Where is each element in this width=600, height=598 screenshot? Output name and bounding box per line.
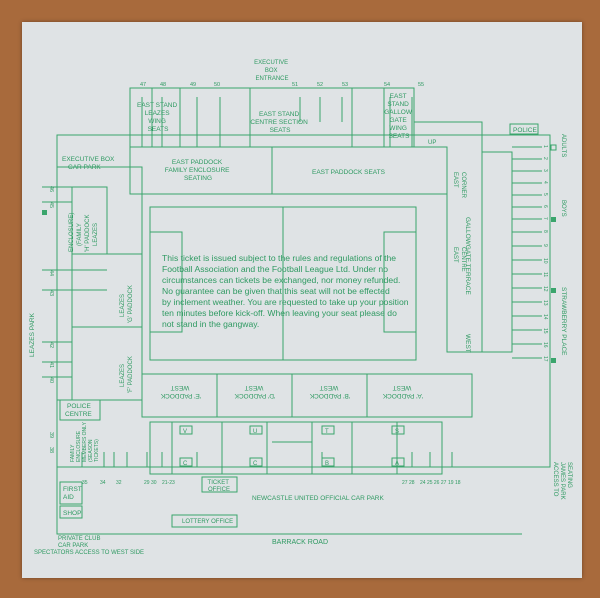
- svg-text:U: U: [253, 429, 257, 435]
- svg-text:T: T: [325, 429, 329, 435]
- boys-label: BOYS: [560, 200, 566, 217]
- car-park-label: NEWCASTLE UNITED OFFICIAL CAR PARK: [252, 495, 384, 502]
- svg-text:15: 15: [542, 328, 548, 334]
- svg-text:21-23: 21-23: [162, 480, 175, 486]
- svg-text:6: 6: [542, 205, 548, 208]
- leazes-h-label: LEAZES 'H' PADDOCK (FAMILY ENCLOSURE): [69, 213, 99, 252]
- svg-text:5: 5: [542, 193, 548, 196]
- east-paddock-family-label: EAST PADDOCK FAMILY ENCLOSURE SEATING: [165, 159, 232, 182]
- svg-text:29 30: 29 30: [144, 480, 157, 486]
- adults-label: ADULTS: [560, 134, 566, 157]
- svg-text:45: 45: [48, 202, 54, 208]
- svg-text:51: 51: [292, 82, 298, 88]
- barrack-road-label: BARRACK ROAD: [272, 539, 328, 546]
- svg-text:10: 10: [542, 258, 548, 264]
- svg-text:8: 8: [542, 230, 548, 233]
- svg-text:41: 41: [48, 362, 54, 368]
- plan-lines: [42, 87, 551, 535]
- svg-text:12: 12: [542, 286, 548, 292]
- svg-text:13: 13: [542, 300, 548, 306]
- exec-car-park-label: EXECUTIVE BOX CAR PARK: [62, 156, 116, 171]
- svg-text:38: 38: [48, 447, 54, 453]
- svg-text:C: C: [253, 461, 258, 467]
- gate-markers: [42, 144, 557, 363]
- spectators-access-label: SPECTATORS ACCESS TO WEST SIDE: [34, 550, 144, 556]
- svg-text:S: S: [395, 429, 399, 435]
- labels: EXECUTIVE BOX ENTRANCE 47 48 49 50 51 52…: [29, 60, 572, 556]
- svg-text:44: 44: [48, 270, 54, 276]
- svg-text:7: 7: [542, 217, 548, 220]
- strawberry-place-label: STRAWBERRY PLACE: [560, 287, 567, 356]
- svg-text:49: 49: [190, 82, 196, 88]
- svg-text:9: 9: [542, 244, 548, 247]
- svg-text:47: 47: [140, 82, 146, 88]
- family-enclosure-member-label: FAMILY ENCLOSURE MEMBERS ONLY (SEASON TI…: [70, 421, 100, 462]
- svg-text:40: 40: [48, 377, 54, 383]
- svg-text:53: 53: [342, 82, 348, 88]
- leazes-park-label: LEAZES PARK: [29, 312, 36, 357]
- svg-text:50: 50: [214, 82, 220, 88]
- svg-text:A: A: [395, 461, 399, 467]
- svg-text:1: 1: [542, 145, 548, 148]
- svg-text:4: 4: [542, 181, 548, 184]
- west-a-label: 'A' PADDOCK WEST: [381, 384, 423, 399]
- gallowgate-terrace-label: GALLOWGATE TERRACE: [464, 217, 471, 295]
- svg-text:39: 39: [48, 432, 54, 438]
- svg-text:V: V: [183, 429, 187, 435]
- gates-top: 47 48 49 50 51 52 53 54 55: [140, 82, 424, 88]
- svg-text:55: 55: [418, 82, 424, 88]
- svg-text:2: 2: [542, 157, 548, 160]
- paddock-letters: V U T S C C B A: [183, 429, 399, 467]
- east-stand-gallowgate-label: EAST STAND GALLOW GATE WING SEATS: [384, 93, 414, 140]
- east-stand-leazes-label: EAST STAND LEAZES WING SEATS: [137, 102, 179, 133]
- svg-text:43: 43: [48, 290, 54, 296]
- shop-label: SHOP: [63, 510, 81, 517]
- svg-text:3: 3: [542, 169, 548, 172]
- police-centre-label: POLICE CENTRE: [65, 403, 93, 418]
- up-label: UP: [428, 140, 436, 146]
- gates-left: 46 45 44 43 42 41 40 39 38: [48, 186, 54, 453]
- svg-text:42: 42: [48, 342, 54, 348]
- exec-box-entrance-label: EXECUTIVE BOX ENTRANCE: [254, 60, 290, 82]
- ticket-notice: This ticket is issued subject to the rul…: [162, 253, 411, 329]
- leazes-f-label: LEAZES 'F' PADDOCK: [120, 356, 134, 393]
- stadium-plan: EXECUTIVE BOX ENTRANCE 47 48 49 50 51 52…: [29, 60, 572, 556]
- lottery-office-label: LOTTERY OFFICE: [182, 519, 233, 525]
- svg-text:46: 46: [48, 186, 54, 192]
- east-paddock-seats-label: EAST PADDOCK SEATS: [312, 169, 386, 176]
- svg-text:19 18: 19 18: [448, 480, 461, 486]
- svg-text:11: 11: [542, 272, 548, 277]
- svg-text:B: B: [325, 461, 329, 467]
- access-side-label: ACCESS TO JAMES PARK SEATING: [552, 462, 572, 501]
- svg-text:24 25 26 27: 24 25 26 27: [420, 480, 447, 486]
- svg-text:54: 54: [384, 82, 390, 88]
- west-label: WEST: [464, 334, 471, 353]
- gates-right: 1 2 3 4 5 6 7 8 9 10 11 12 13 14 15 16 1…: [542, 145, 548, 362]
- svg-text:16: 16: [542, 342, 548, 348]
- west-b-label: 'B' PADDOCK WEST: [308, 384, 350, 399]
- svg-text:27 28: 27 28: [402, 480, 415, 486]
- svg-text:34: 34: [100, 480, 106, 486]
- police-top-label: POLICE: [513, 127, 538, 134]
- private-club-label: PRIVATE CLUB CAR PARK: [58, 536, 102, 549]
- svg-text:35: 35: [82, 480, 88, 486]
- east-centre-label: EAST CENTRE: [452, 247, 466, 272]
- svg-text:17: 17: [542, 356, 548, 362]
- svg-text:C: C: [183, 461, 188, 467]
- svg-text:32: 32: [116, 480, 122, 486]
- svg-text:14: 14: [542, 314, 548, 320]
- west-e-label: 'E' PADDOCK WEST: [159, 384, 201, 399]
- west-d-label: 'D' PADDOCK WEST: [233, 384, 275, 399]
- gates-bottom: 35 34 32 29 30 21-23 27 28 24 25 26 27 1…: [82, 480, 461, 486]
- match-ticket: EXECUTIVE BOX ENTRANCE 47 48 49 50 51 52…: [22, 22, 582, 578]
- east-corner-label: EAST CORNER: [452, 172, 466, 199]
- east-stand-centre-label: EAST STAND CENTRE SECTION SEATS: [250, 111, 309, 134]
- ticket-office-label: TICKET OFFICE: [208, 480, 231, 493]
- leazes-g-label: LEAZES 'G' PADDOCK: [120, 285, 134, 323]
- svg-text:52: 52: [317, 82, 323, 88]
- first-aid-label: FIRST AID: [63, 486, 83, 501]
- svg-text:48: 48: [160, 82, 166, 88]
